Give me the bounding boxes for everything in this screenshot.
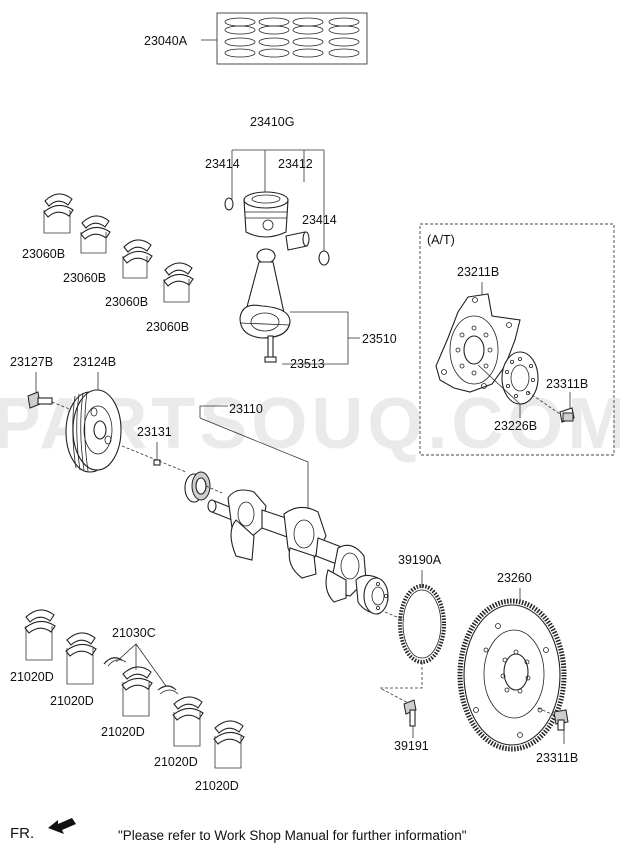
conrod-bolt[interactable]: [264, 335, 277, 363]
at-box: [419, 223, 615, 456]
crankshaft-key[interactable]: [153, 459, 161, 466]
label-pulley-bolt[interactable]: 23127B: [10, 355, 53, 369]
pulley-bolt[interactable]: [27, 391, 53, 409]
label-target-wheel[interactable]: 39190A: [398, 553, 442, 567]
label-adapter-plate[interactable]: 23226B: [494, 419, 537, 433]
label-drive-plate-bolt[interactable]: 23311B: [546, 377, 588, 391]
label-main-bearing-5[interactable]: 21020D: [195, 779, 239, 793]
piston[interactable]: [243, 191, 289, 238]
label-drive-plate[interactable]: 23211B: [457, 265, 499, 279]
crankshaft-sprocket[interactable]: [184, 471, 211, 503]
label-bearing-4[interactable]: 23060B: [146, 320, 189, 334]
label-piston-ring-set[interactable]: 23040A: [144, 34, 188, 48]
conrod-bearings[interactable]: [43, 193, 194, 287]
snap-ring-left[interactable]: [224, 197, 234, 211]
damper-pulley[interactable]: [65, 389, 122, 473]
snap-ring-right[interactable]: [318, 250, 330, 266]
label-key[interactable]: 23131: [137, 425, 172, 439]
label-damper-pulley[interactable]: 23124B: [73, 355, 116, 369]
at-box-label: (A/T): [427, 233, 455, 247]
front-label: FR.: [10, 825, 34, 842]
piston-ring-set[interactable]: [216, 12, 368, 65]
label-flywheel[interactable]: 23260: [497, 571, 532, 585]
label-target-wheel-bolt[interactable]: 39191: [394, 739, 429, 753]
label-crankshaft[interactable]: 23110: [229, 402, 263, 416]
label-flywheel-bolt[interactable]: 23311B: [536, 751, 578, 765]
label-snap-ring-left[interactable]: 23414: [205, 157, 240, 171]
label-bearing-1[interactable]: 23060B: [22, 247, 65, 261]
drive-plate[interactable]: [435, 293, 521, 393]
flywheel[interactable]: [457, 598, 567, 752]
footer-note: "Please refer to Work Shop Manual for fu…: [118, 828, 467, 843]
label-main-bearing-3[interactable]: 21020D: [101, 725, 145, 739]
label-conrod-bolt[interactable]: 23513: [290, 357, 325, 371]
drive-plate-bolt[interactable]: [559, 407, 575, 423]
target-wheel-bolt[interactable]: [403, 699, 417, 727]
label-thrust-bearing[interactable]: 21030C: [112, 626, 156, 640]
front-arrow-icon: [48, 818, 76, 834]
flywheel-bolt[interactable]: [553, 709, 569, 731]
crankshaft[interactable]: [207, 489, 389, 615]
label-piston-assy[interactable]: 23410G: [250, 115, 294, 129]
label-main-bearing-2[interactable]: 21020D: [50, 694, 94, 708]
main-bearings[interactable]: [24, 609, 245, 745]
label-snap-ring-right[interactable]: 23414: [302, 213, 337, 227]
adapter-plate[interactable]: [501, 351, 539, 405]
target-wheel[interactable]: [398, 584, 446, 664]
piston-pin[interactable]: [285, 231, 310, 251]
label-conrod-assy[interactable]: 23510: [362, 332, 397, 346]
label-piston-pin[interactable]: 23412: [278, 157, 313, 171]
label-bearing-2[interactable]: 23060B: [63, 271, 106, 285]
connecting-rod[interactable]: [239, 248, 291, 339]
thrust-bearing[interactable]: [103, 657, 179, 695]
label-bearing-3[interactable]: 23060B: [105, 295, 148, 309]
label-main-bearing-1[interactable]: 21020D: [10, 670, 54, 684]
label-main-bearing-4[interactable]: 21020D: [154, 755, 198, 769]
